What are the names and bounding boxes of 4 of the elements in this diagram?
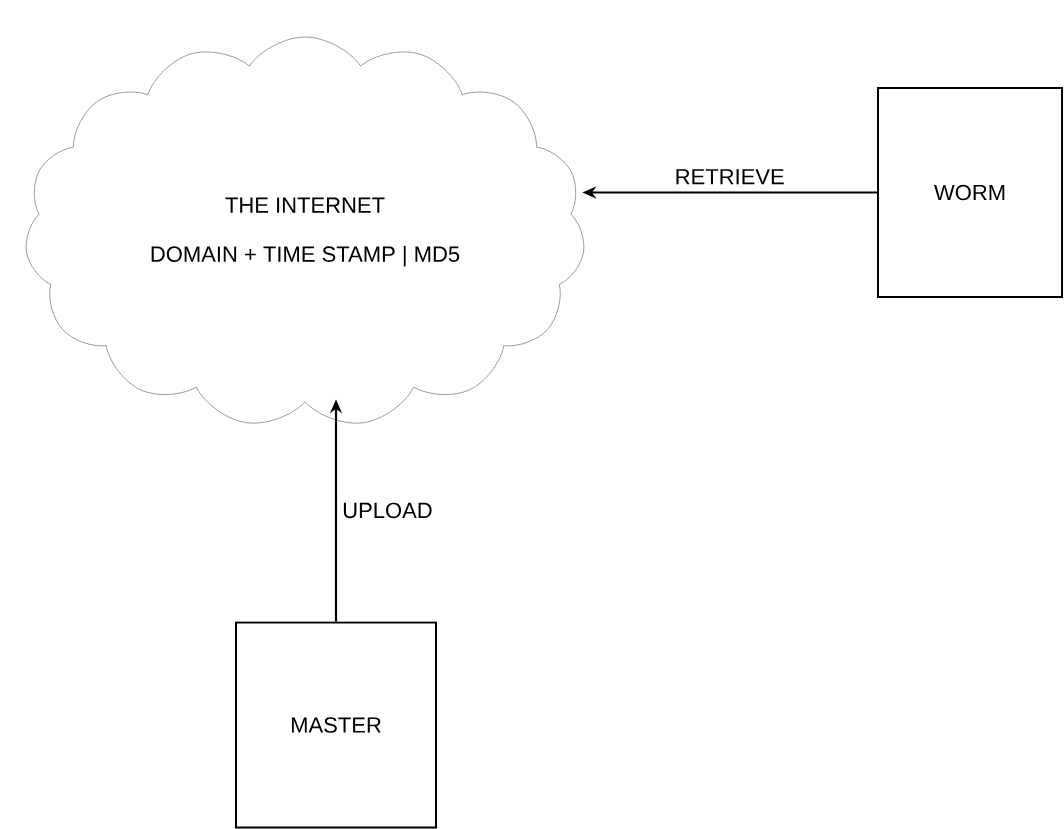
edge-label: RETRIEVE (672, 167, 787, 187)
process-box: WORM (877, 87, 1063, 298)
process-box: MASTER (235, 621, 437, 829)
edge-label: UPLOAD (340, 500, 435, 521)
